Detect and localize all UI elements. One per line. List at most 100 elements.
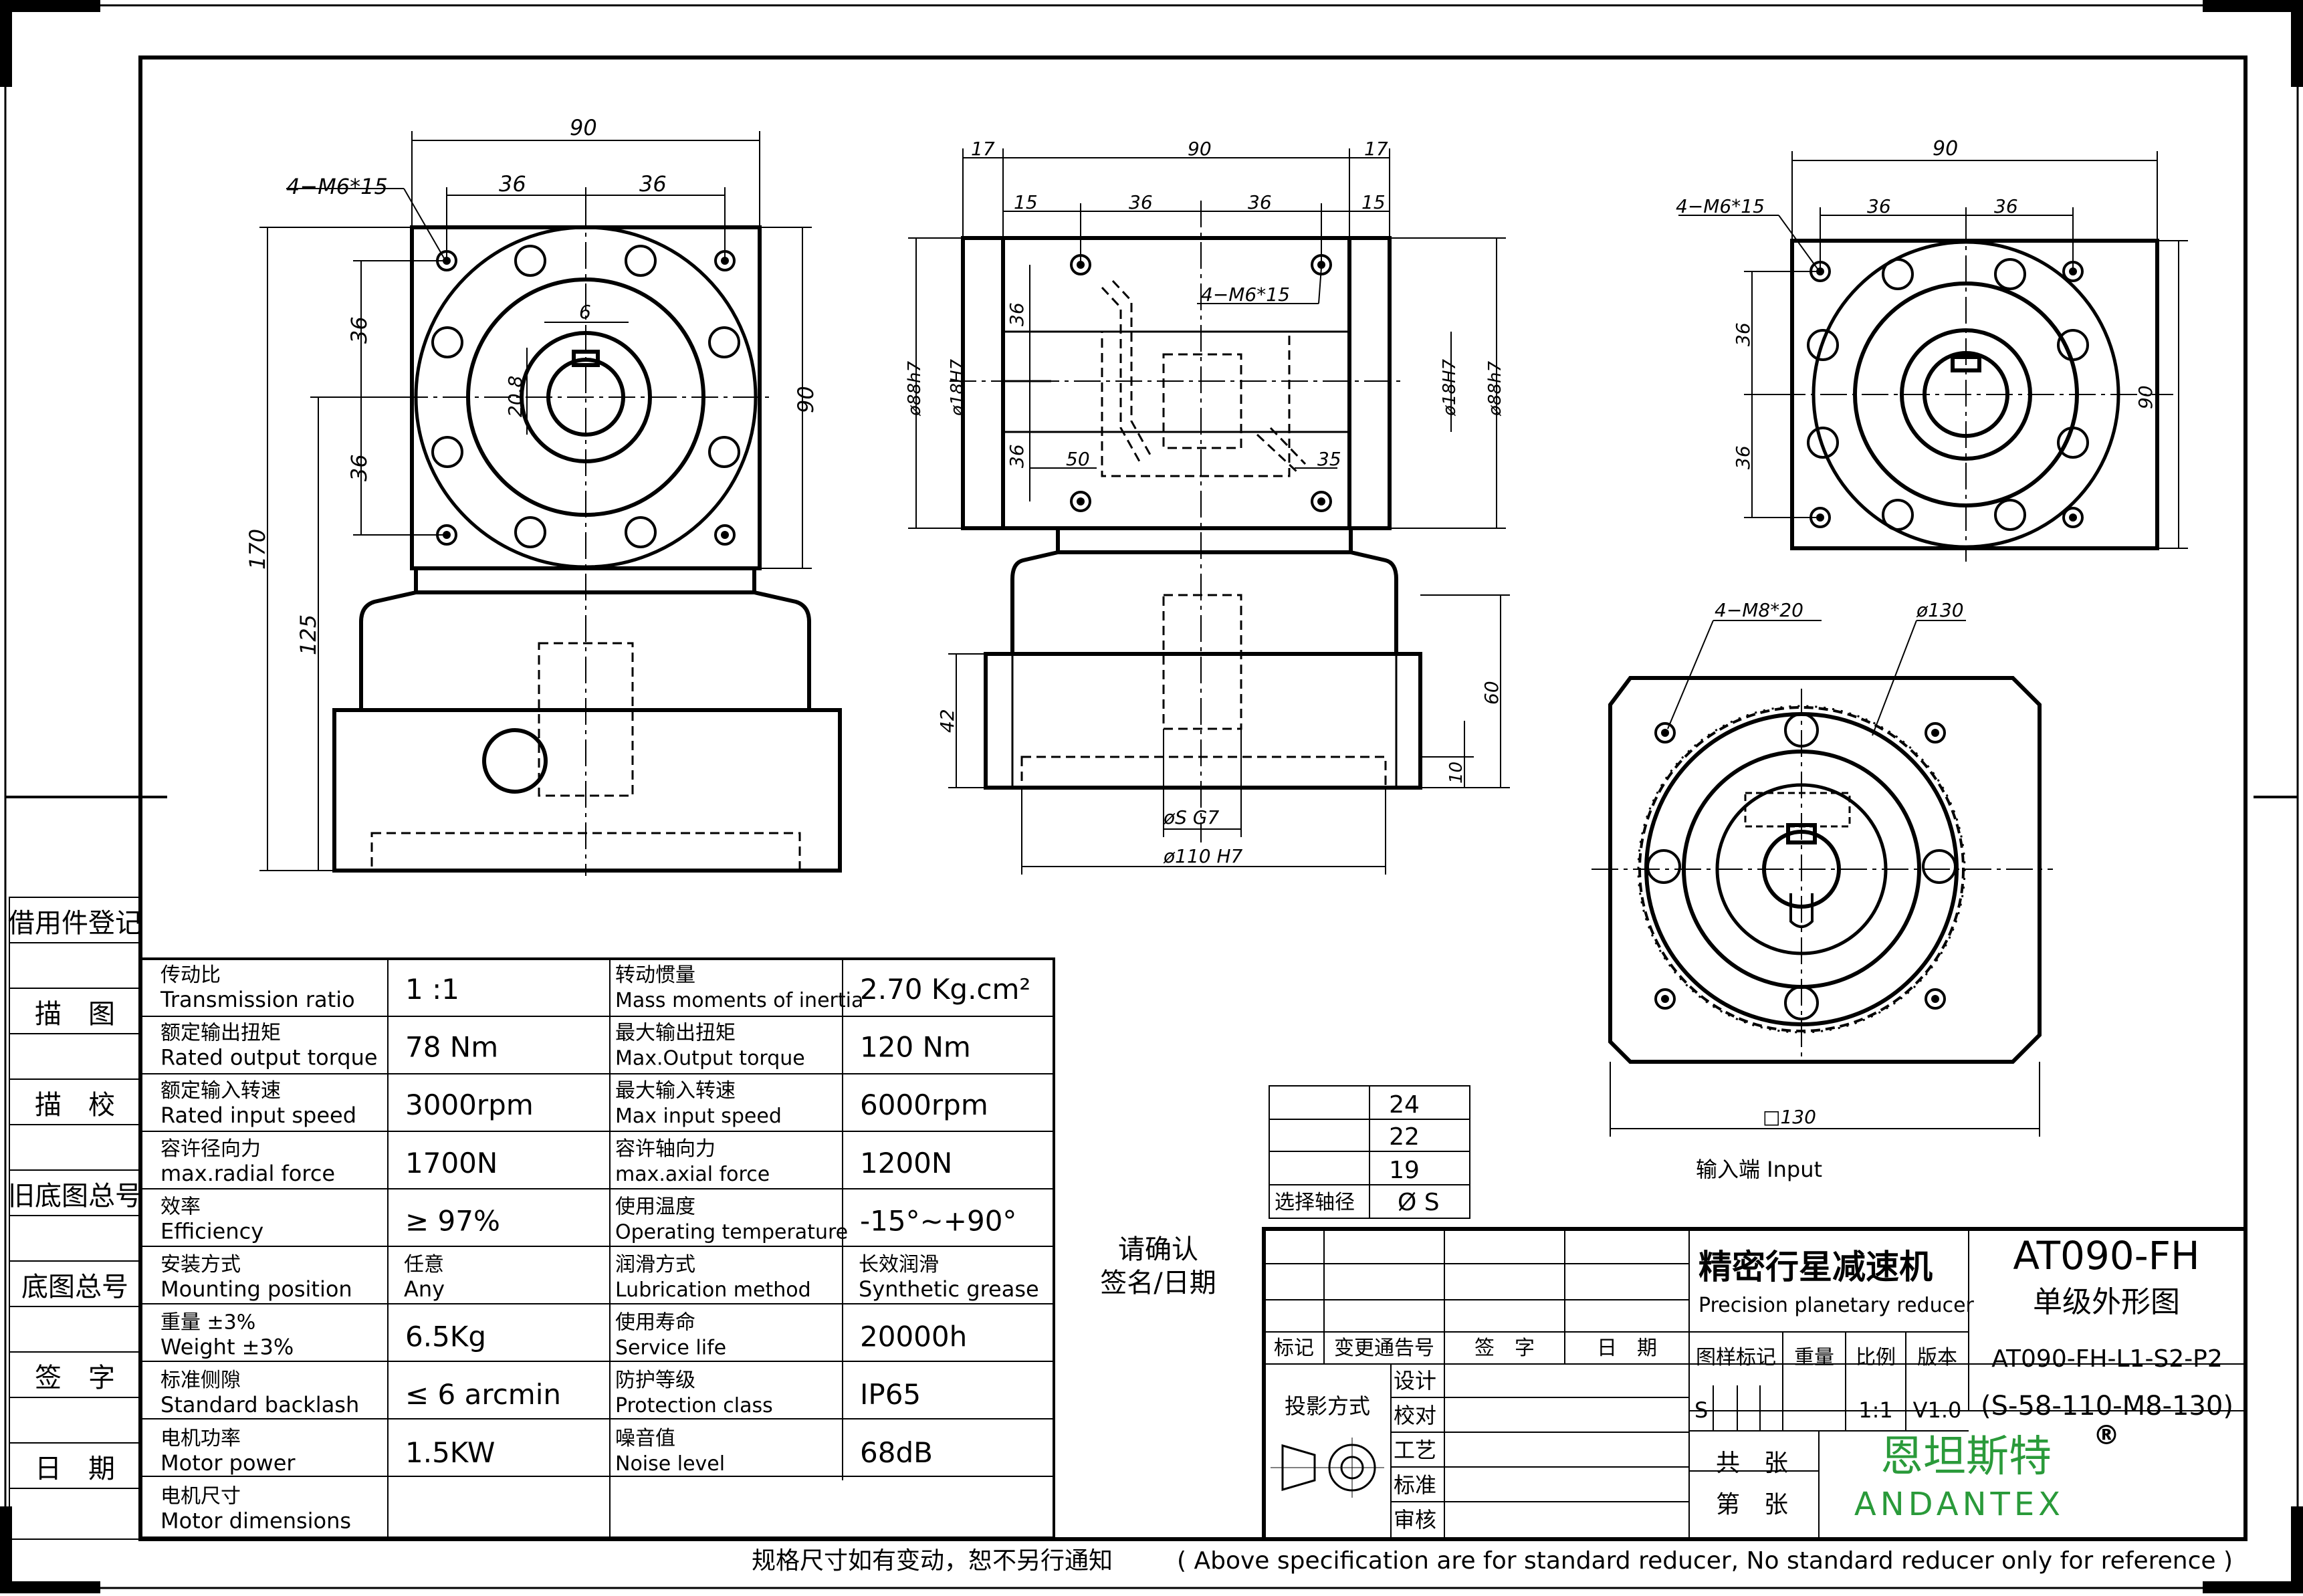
dim-v2-4m6: 4−M6*15 <box>1201 283 1290 306</box>
spec-label-cn: 传动比 <box>160 963 221 987</box>
brand-name-en: ANDANTEX <box>1854 1486 2064 1523</box>
spec-right-label-cn: 使用寿命 <box>615 1311 695 1335</box>
spec-value-1: 3000rpm <box>405 1089 534 1121</box>
dim-v2-17b: 17 <box>1364 138 1388 160</box>
table-lines <box>9 897 2247 1541</box>
spec-value-2: 120 Nm <box>860 1031 971 1064</box>
hdr-col-4: 版本 <box>1917 1346 1957 1369</box>
spec-label-en: max.radial force <box>160 1161 335 1186</box>
spec-value-1: ≥ 97% <box>405 1204 500 1237</box>
view-1-dimensions <box>259 131 812 871</box>
spec-value-2: 68dB <box>860 1436 933 1469</box>
spec-label-cn: 额定输入转速 <box>160 1079 281 1103</box>
dim-v1-125: 125 <box>296 614 321 655</box>
dim-v1-36d: 36 <box>346 454 372 481</box>
dim-v2-90: 90 <box>1188 138 1212 160</box>
spec-value-1: 1700N <box>405 1147 498 1179</box>
left-panel: 借用件登记 描 图 描 校 旧底图总号 底图总号 签 字 日 期 <box>8 908 142 1484</box>
spec-value-1: 6.5Kg <box>405 1321 486 1353</box>
dim-v2-36a: 36 <box>1129 191 1153 213</box>
footer-note-cn: 规格尺寸如有变动，恕不另行通知 <box>752 1547 1113 1575</box>
dim-v1-36b: 36 <box>639 171 667 197</box>
spec-label-en: Efficiency <box>160 1218 263 1244</box>
dim-v3-36b: 36 <box>1994 195 2018 217</box>
shaft-table: 24 22 19 选择轴径 Ø S <box>1275 1091 1440 1216</box>
dim-v1-90: 90 <box>570 115 597 140</box>
product-name-en: Precision planetary reducer <box>1698 1294 1975 1317</box>
view-3-dimensions <box>1678 151 2188 549</box>
role-5: 审核 <box>1394 1507 1436 1532</box>
dim-v4-sq: □130 <box>1763 1106 1816 1128</box>
confirm-line-2: 签名/日期 <box>1100 1268 1216 1298</box>
spec-label-cn: 容许径向力 <box>160 1137 261 1161</box>
spec-label-en: Rated input speed <box>160 1103 356 1128</box>
spec-right-label-cn: 最大输入转速 <box>615 1079 736 1103</box>
dim-v2-88b: ø88h7 <box>1485 361 1505 417</box>
hdr-col-1: 图样标记 <box>1696 1346 1776 1369</box>
spec-value-1: ≤ 6 arcmin <box>405 1378 561 1411</box>
dim-v3-36d: 36 <box>1732 445 1754 469</box>
shaft-label: 选择轴径 <box>1275 1191 1355 1214</box>
spec-right-label-en: Lubrication method <box>615 1278 811 1302</box>
dim-v2-36c: 36 <box>1006 302 1028 326</box>
spec-label-cn: 电机尺寸 <box>160 1484 241 1508</box>
spec-value-2-cn: 长效润滑 <box>859 1253 939 1276</box>
dim-v1-36a: 36 <box>499 171 526 197</box>
left-panel-5: 底图总号 <box>21 1272 128 1302</box>
dim-v3-4m6: 4−M6*15 <box>1676 195 1765 217</box>
role-4: 标准 <box>1394 1472 1436 1498</box>
spec-value-1: 78 Nm <box>405 1031 498 1064</box>
dim-v2-18b: ø18H7 <box>1440 358 1460 417</box>
spec-label-cn: 效率 <box>160 1195 201 1218</box>
role-3: 工艺 <box>1394 1438 1436 1463</box>
dim-v3-90r: 90 <box>2134 385 2157 409</box>
dim-v1-6: 6 <box>579 301 591 323</box>
dim-v2-36d: 36 <box>1006 444 1028 468</box>
view-3-end-view <box>1779 214 2173 562</box>
spec-right-label-en: Mass moments of inertia <box>615 989 863 1012</box>
left-panel-1: 借用件登记 <box>8 908 142 939</box>
dim-v2-35: 35 <box>1317 448 1341 470</box>
spec-right-label-cn: 噪音值 <box>615 1427 675 1450</box>
product-name-cn: 精密行星减速机 <box>1698 1248 1933 1286</box>
dim-v3-36a: 36 <box>1867 195 1891 217</box>
dim-v2-17a: 17 <box>971 138 995 160</box>
rev-header-4: 日 期 <box>1597 1337 1657 1360</box>
input-label: 输入端 Input <box>1696 1157 1822 1182</box>
mark-s: S <box>1694 1397 1708 1423</box>
dim-v4-130: ø130 <box>1916 599 1964 621</box>
left-panel-4: 旧底图总号 <box>8 1181 142 1212</box>
model-number: AT090-FH <box>2013 1233 2199 1278</box>
spec-label-en: Standard backlash <box>160 1392 359 1417</box>
spec-label-en: Weight ±3% <box>160 1335 294 1360</box>
spec-value-2: 2.70 Kg.cm² <box>860 973 1030 1006</box>
spec-right-label-en: max.axial force <box>615 1163 770 1186</box>
dim-v2-15b: 15 <box>1361 191 1386 213</box>
brand-name-cn: 恩坦斯特 <box>1880 1432 2052 1482</box>
spec-label-en: Rated output torque <box>160 1045 378 1070</box>
spec-value-2: 6000rpm <box>860 1089 988 1121</box>
spec-label-cn: 额定输出扭矩 <box>160 1022 281 1045</box>
shaft-row-3: 19 <box>1389 1157 1420 1184</box>
left-panel-7: 日 期 <box>35 1454 115 1484</box>
dim-v2-110: ø110 H7 <box>1163 845 1243 867</box>
title-block: 精密行星减速机 Precision planetary reducer AT09… <box>1274 1233 2233 1532</box>
scale-value: 1:1 <box>1858 1397 1893 1423</box>
drawing-number: AT090-FH-L1-S2-P2 <box>1991 1345 2223 1373</box>
role-2: 校对 <box>1394 1403 1436 1428</box>
spec-value-2: 20000h <box>860 1321 967 1353</box>
view-4-dimensions <box>1610 620 2040 1137</box>
spec-label-cn: 电机功率 <box>160 1427 241 1450</box>
spec-value-2: 1200N <box>860 1147 952 1179</box>
sheets-total: 共 张 <box>1716 1450 1788 1477</box>
dim-v3-90: 90 <box>1933 137 1958 160</box>
spec-right-label-en: Operating temperature <box>615 1220 848 1244</box>
sheet-number: 第 张 <box>1716 1491 1788 1518</box>
spec-value-2-en: Synthetic grease <box>859 1276 1039 1302</box>
dimension-labels: 90 36 36 4−M6*15 6 20.8 36 36 90 170 125… <box>245 115 2157 1128</box>
spec-right-label-en: Max.Output torque <box>615 1047 805 1070</box>
spec-label-cn: 标准侧隙 <box>160 1369 241 1392</box>
spec-right-label-en: Protection class <box>615 1394 773 1417</box>
model-subtitle: 单级外形图 <box>2033 1285 2180 1319</box>
